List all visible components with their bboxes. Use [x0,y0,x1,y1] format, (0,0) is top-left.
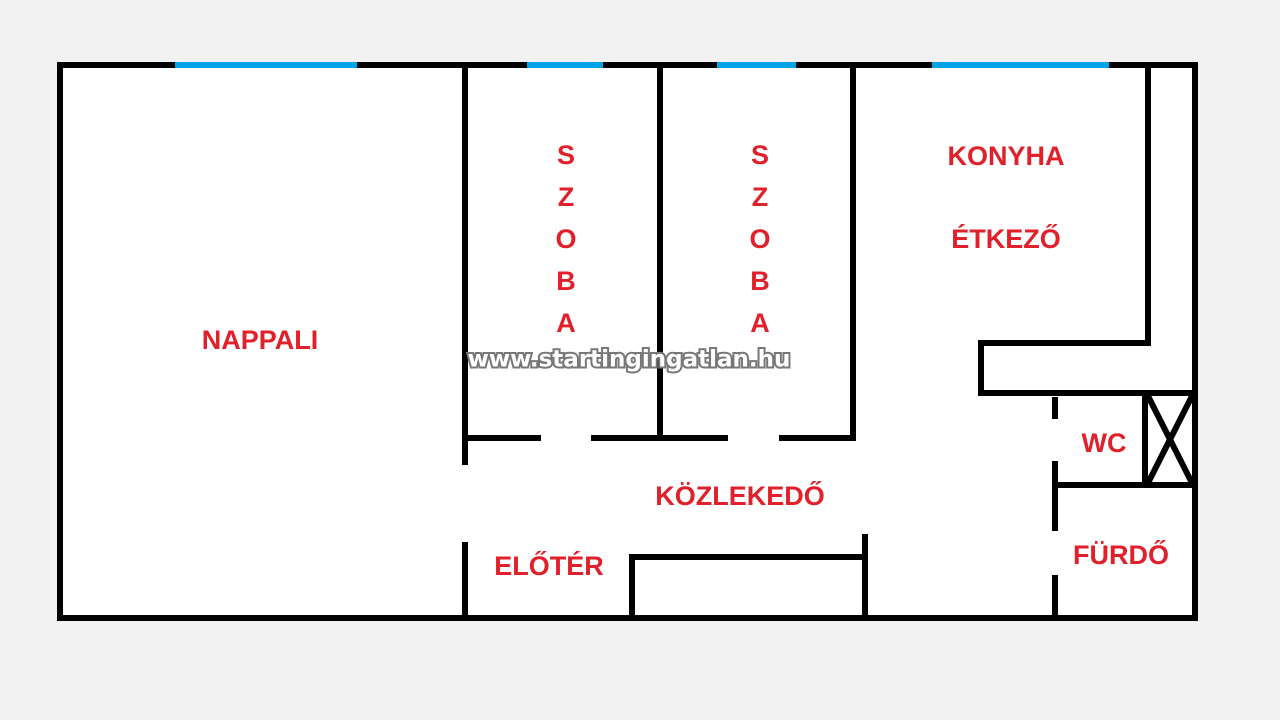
label-szoba2: O [749,224,770,254]
label-kozlekedo: KÖZLEKEDŐ [655,480,825,511]
label-szoba2: B [750,266,770,296]
label-konyha: KONYHA [947,141,1064,171]
room-labels: NAPPALI S Z O B A S Z O B A KONYHA ÉTKEZ… [202,140,1169,581]
label-nappali: NAPPALI [202,325,319,355]
label-eloter: ELŐTÉR [494,550,604,581]
label-furdo: FÜRDŐ [1073,539,1169,570]
toilet-cross [1143,391,1197,488]
label-szoba1: O [555,224,576,254]
watermark: www.startingingatlan.hu [468,347,791,373]
walls [57,62,1198,621]
label-wc: WC [1082,428,1127,458]
label-szoba2: A [750,308,770,338]
label-szoba2: S [751,140,769,170]
label-szoba1: B [556,266,576,296]
label-szoba1: A [556,308,576,338]
outer-wall [57,62,1198,621]
label-szoba1: S [557,140,575,170]
label-szoba2: Z [752,182,769,212]
label-szoba1: Z [558,182,575,212]
label-etkezo: ÉTKEZŐ [951,223,1061,254]
